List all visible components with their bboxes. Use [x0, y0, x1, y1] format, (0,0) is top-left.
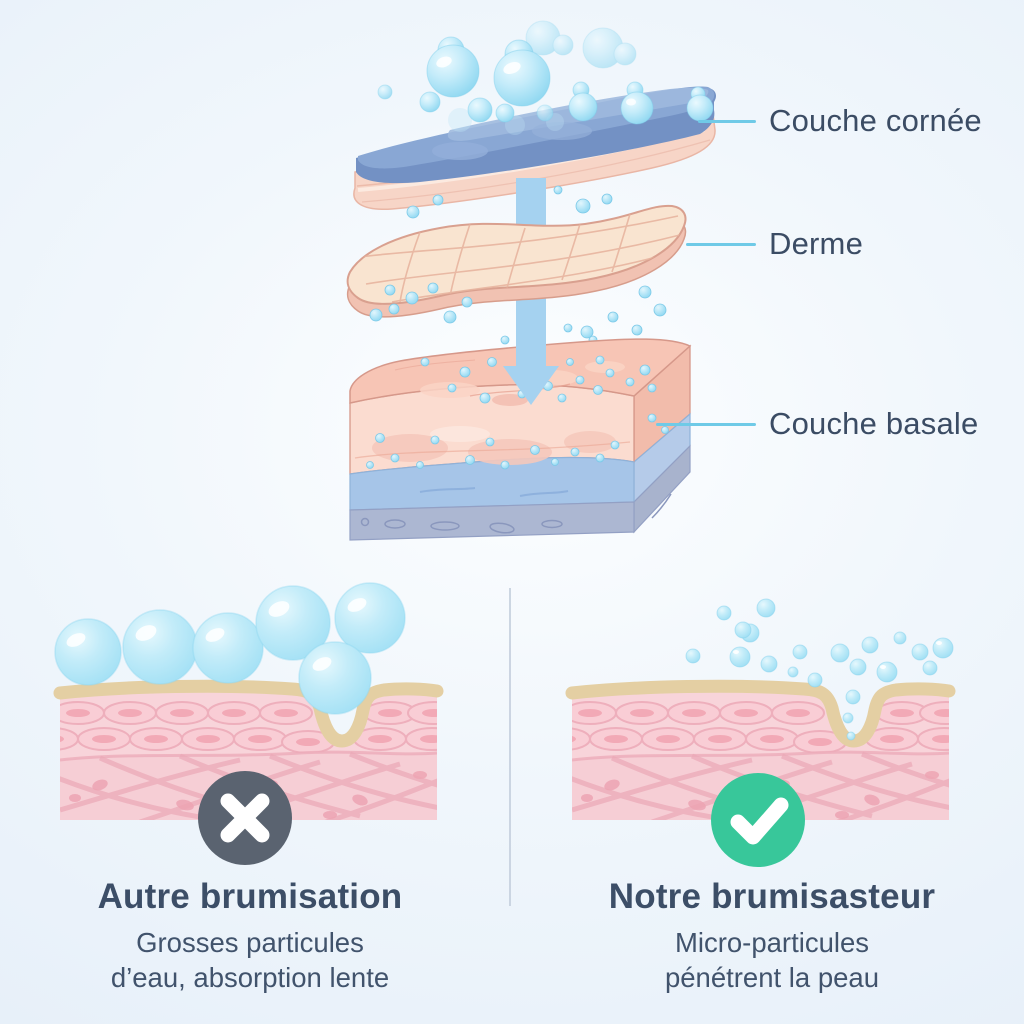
other-mist-illustration: [40, 582, 480, 865]
water-droplets: [369, 185, 667, 360]
mist-bubbles-micro: [685, 598, 954, 741]
our-mist-illustration: [552, 598, 992, 867]
our-mist-caption: Notre brumisasteur Micro-particules péné…: [550, 877, 994, 996]
layer-label-text: Couche cornée: [769, 103, 982, 138]
our-mist-title: Notre brumisasteur: [608, 877, 936, 916]
skin-cross-section: [40, 686, 470, 821]
our-mist-description: Micro-particules pénétrent la peau: [664, 927, 880, 993]
label-derme: Derme: [686, 226, 863, 262]
mist-bubbles-top: [377, 20, 714, 135]
label-couche-cornee: Couche cornée: [698, 103, 982, 139]
layer-label-text: Couche basale: [769, 406, 979, 441]
connector-line: [656, 422, 756, 426]
mist-bubbles-large: [54, 582, 406, 715]
skin-layers-illustration: [346, 20, 716, 541]
check-icon: [711, 773, 805, 867]
couche-basale-layer: [349, 338, 692, 541]
derme-layer: [346, 204, 687, 318]
connector-line: [698, 119, 756, 123]
x-icon: [198, 771, 292, 865]
panel-divider: [509, 588, 511, 906]
other-mist-title: Autre brumisation: [97, 877, 403, 916]
connector-line: [686, 242, 756, 246]
absorption-arrow-head: [503, 332, 559, 405]
other-mist-caption: Autre brumisation Grosses particules d’e…: [28, 877, 472, 996]
layer-label-text: Derme: [769, 226, 864, 261]
label-couche-basale: Couche basale: [656, 406, 978, 442]
other-mist-description: Grosses particules d’eau, absorption len…: [110, 927, 390, 993]
